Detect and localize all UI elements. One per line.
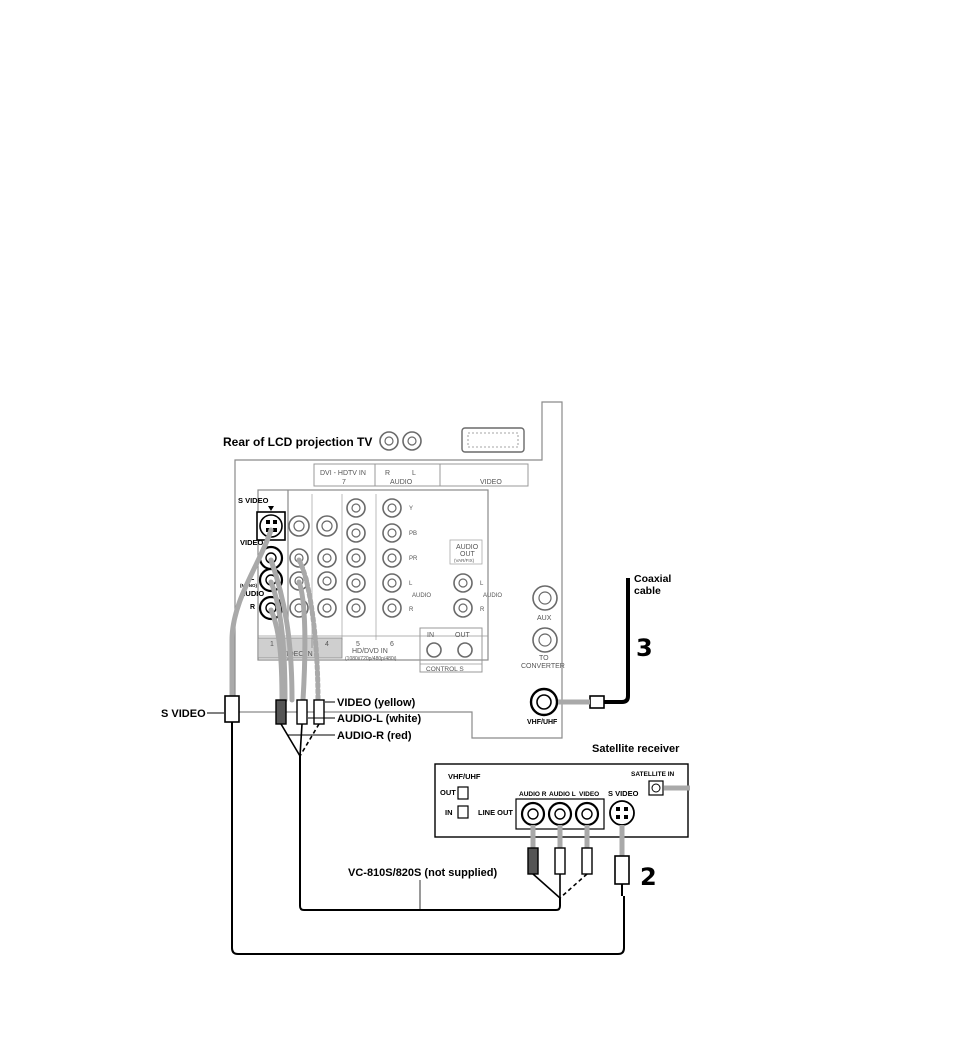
audio-out: AUDIO OUT (VAR/FIX) L AUDIO R [449,539,502,618]
tv-rear-panel: DVI - HDTV IN 7 R L AUDIO VIDEO 1 4 5 6 … [223,401,565,739]
sat-audio-l-label: AUDIO L [549,791,576,798]
dvi-connector [461,427,525,453]
step-2: 2 [640,863,657,891]
hddvd-in-label: HD/DVD IN [352,648,388,655]
dvi-label: DVI - HDTV IN [320,470,366,477]
coaxial-label-2: cable [634,585,661,597]
video-port-label: VIDEO [240,538,264,547]
vhf-uhf-tv-label: VHF/UHF [527,719,558,726]
comp-audio-label: AUDIO [412,593,431,599]
line-out-label: LINE OUT [478,808,513,817]
satellite-title: Satellite receiver [592,743,680,755]
sat-in-label: IN [445,808,453,817]
svideo-tv-label: S VIDEO [161,708,206,720]
tv-side-cables: S VIDEO VIDEO (yellow) AUDIO-L (white) A… [161,527,421,757]
coaxial-cable: Coaxial cable 3 [558,573,671,709]
sat-video-label: VIDEO [579,791,599,798]
to-label: TO [539,655,549,662]
svideo-port-label: S VIDEO [238,496,269,505]
audio-out-l: L [480,581,484,587]
top-label-band: DVI - HDTV IN 7 R L AUDIO VIDEO [313,463,529,487]
video-in-label: VIDEO IN [282,651,313,658]
antenna-jacks: AUX TO CONVERTER VHF/UHF [521,585,565,726]
audio-out-audio: AUDIO [483,593,502,599]
sat-svideo-label: S VIDEO [608,789,639,798]
top-audio-label: AUDIO [390,479,413,486]
control-s: IN OUT CONTROL S [419,627,483,673]
hddvd-sub-label: (1080i/720p/480p/480i) [345,656,397,662]
vc-cable-label: VC-810S/820S (not supplied) [348,867,497,879]
top-r-label: R [385,470,390,477]
control-in-label: IN [427,632,434,639]
video-yellow-label: VIDEO (yellow) [337,697,416,709]
control-out-label: OUT [455,632,471,639]
audio-out-r: R [480,607,485,613]
pr-label: PR [409,556,418,562]
audio-out-line2: OUT [460,551,476,558]
converter-label: CONVERTER [521,663,565,670]
control-s-label: CONTROL S [426,666,464,673]
top-jacks [379,431,422,451]
y-label: Y [409,506,413,512]
input-6-label: 6 [390,641,394,648]
sat-out-label: OUT [440,788,456,797]
audio-port-label: AUDIO [240,589,264,598]
audio-out-line1: AUDIO [456,544,479,551]
coaxial-label-1: Coaxial [634,573,671,585]
component-jacks: Y PB PR L AUDIO R [346,498,431,618]
sat-vhf-uhf-label: VHF/UHF [448,772,481,781]
input-4-label: 4 [325,641,329,648]
satellite-receiver: Satellite receiver VHF/UHF OUT IN LINE O… [434,743,690,838]
step-3: 3 [636,634,653,662]
pb-label: PB [409,531,417,537]
top-l-label: L [412,470,416,477]
audio-l-white-label: AUDIO-L (white) [337,713,421,725]
l-port-label: L [250,575,255,582]
tv-title: Rear of LCD projection TV [223,435,372,449]
satellite-in-label: SATELLITE IN [631,771,675,778]
comp-r-label: R [409,607,414,613]
input-1-label: 1 [270,641,274,648]
long-wires [231,740,625,955]
dvi-number: 7 [342,479,346,486]
r-port-label: R [250,604,255,611]
sat-audio-r-label: AUDIO R [519,791,547,798]
audio-r-red-label: AUDIO-R (red) [337,730,412,742]
audio-out-line3: (VAR/FIX) [454,558,475,563]
input-5-label: 5 [356,641,360,648]
aux-label: AUX [537,615,552,622]
top-video-label: VIDEO [480,479,502,486]
comp-l-label: L [409,581,413,587]
receiver-side-cables: 2 VC-810S/820S (not supplied) [348,825,657,910]
